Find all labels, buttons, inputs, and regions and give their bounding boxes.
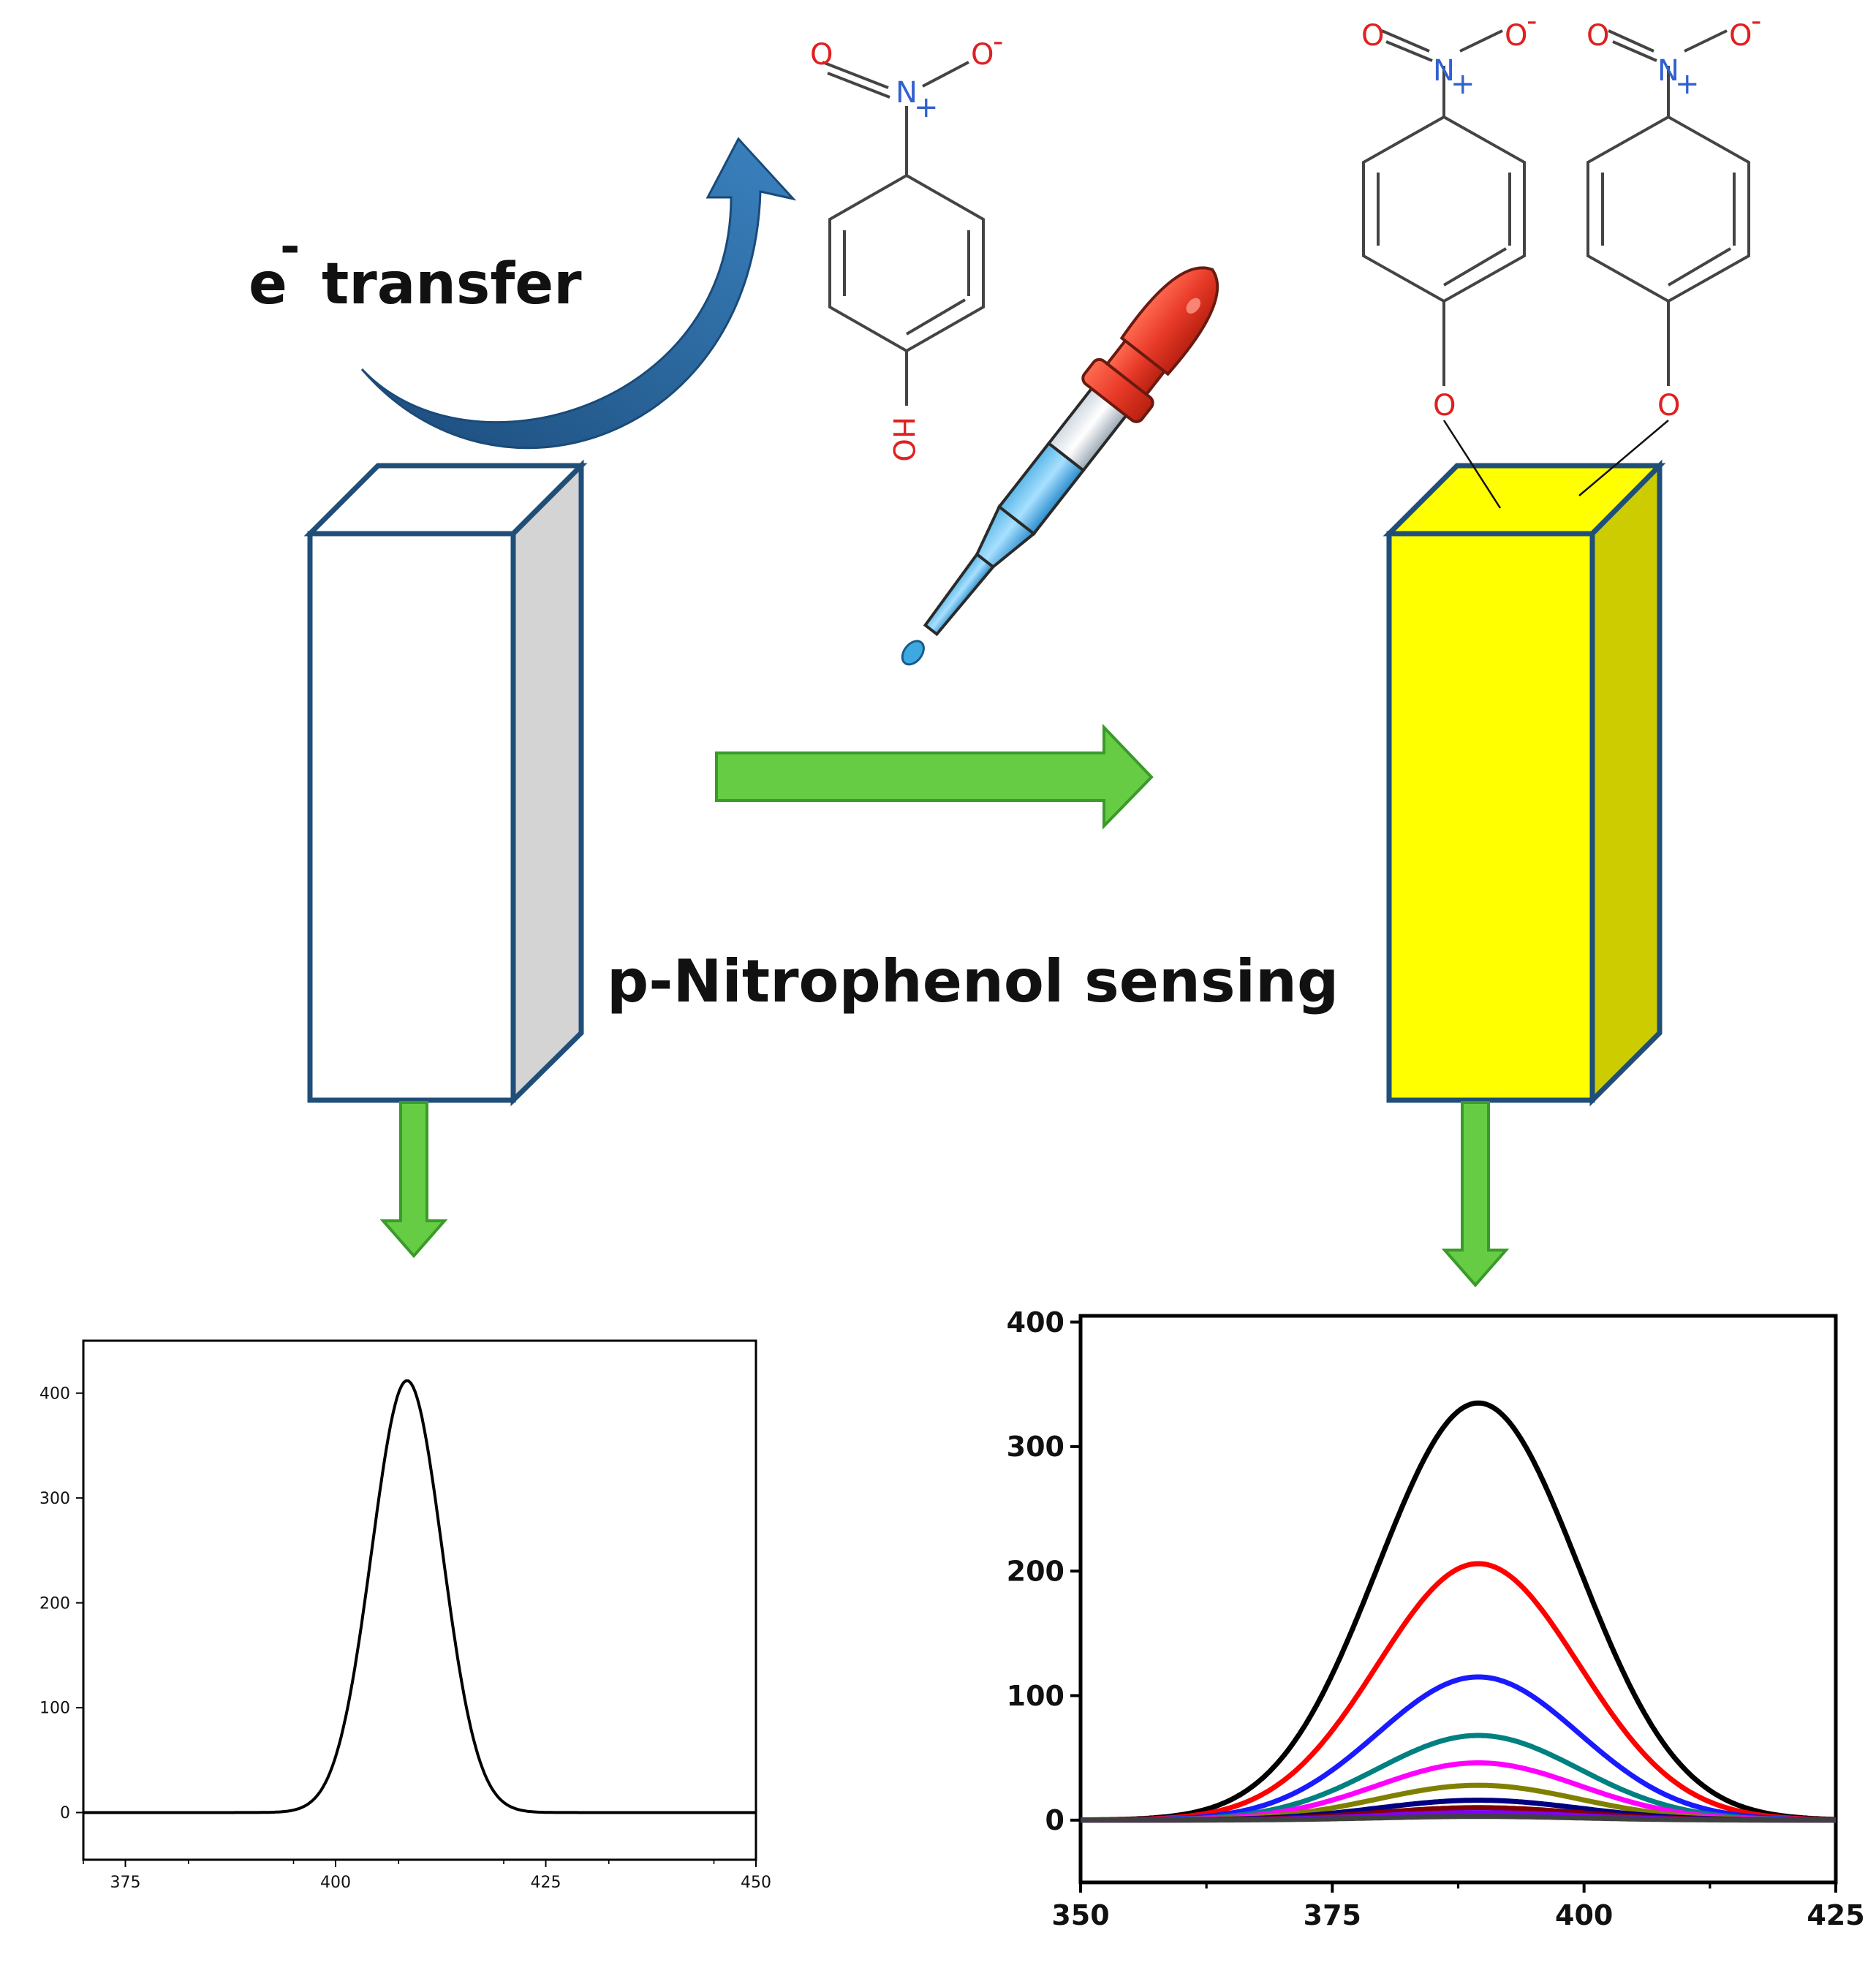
nitro-oxygen-right: O: [971, 38, 994, 72]
sensing-label: p-Nitrophenol sensing: [607, 947, 1339, 1015]
right-down-arrow: [1441, 1101, 1510, 1288]
chart2-ytick-label: 300: [1007, 1431, 1064, 1463]
chart-sensed-probe: 0 100 200 300 400 350 375 400 425: [1007, 1306, 1865, 1931]
electron-superscript: -: [280, 219, 300, 275]
right-nitro-oxygen-charge: -: [1751, 4, 1761, 38]
process-arrow: [715, 724, 1154, 830]
p-nitrophenol-molecule: [822, 61, 985, 406]
nitro-nitrogen: N: [896, 76, 918, 110]
chart2-ytick-label: 400: [1007, 1306, 1064, 1339]
nitro-oxygen-charge: -: [993, 25, 1003, 58]
chart1-ytick-label: 200: [39, 1594, 70, 1613]
bound-molecule-atoms: O O - N + O O O - N + O: [1361, 4, 1761, 423]
chart2-xtick-label: 400: [1555, 1899, 1613, 1931]
chart1-series-line: [83, 1379, 756, 1814]
left-down-arrow: [379, 1101, 448, 1259]
electron-symbol: e: [249, 251, 287, 317]
chart1-xtick-label: 375: [110, 1874, 141, 1892]
nitro-nitrogen-charge: +: [914, 91, 939, 124]
right-nitro-nitrogen-charge: +: [1675, 67, 1700, 101]
chart1-ytick-label: 400: [39, 1385, 70, 1403]
chart2-series-line: [1080, 1561, 1837, 1823]
transfer-word: transfer: [322, 251, 582, 317]
p-nitrophenol-atoms: O O - N + HO: [810, 25, 1003, 462]
chart1-ytick-label: 0: [60, 1804, 70, 1822]
bound-nitrophenol-right: [1578, 29, 1750, 496]
chart2-ytick-label: 200: [1007, 1555, 1064, 1587]
hydroxyl-group: HO: [886, 417, 920, 462]
chart2-series-line: [1080, 1814, 1837, 1823]
chart1-ytick-label: 300: [39, 1490, 70, 1508]
chart2-xtick-label: 425: [1807, 1899, 1864, 1931]
chart1-xtick-label: 425: [531, 1874, 561, 1892]
right-ether-oxygen: O: [1657, 389, 1680, 423]
left-ether-oxygen: O: [1433, 389, 1456, 423]
right-nitro-oxygen-2: O: [1729, 19, 1752, 53]
left-nitro-oxygen-2: O: [1505, 19, 1527, 53]
electron-transfer-arrow: [360, 137, 797, 450]
right-nitro-oxygen-1: O: [1586, 19, 1609, 53]
chart2-xtick-label: 350: [1051, 1899, 1109, 1931]
chart1-xtick-label: 450: [741, 1874, 771, 1892]
left-nitro-oxygen-1: O: [1361, 19, 1384, 53]
electron-transfer-label: e - transfer: [249, 219, 582, 317]
chart1-xtick-label: 400: [320, 1874, 351, 1892]
chart-bare-probe: 0 100 200 300 400 375 400 425 450: [39, 1339, 771, 1892]
droplet: [901, 640, 925, 666]
left-nitro-nitrogen-charge: +: [1451, 67, 1475, 101]
bare-probe-box: [303, 459, 588, 1107]
nitro-oxygen-left: O: [810, 38, 833, 72]
left-nitro-nitrogen: N: [1433, 54, 1455, 88]
chart2-ytick-label: 100: [1007, 1680, 1064, 1712]
chart2-series-line: [1080, 1400, 1837, 1823]
pipette-icon: [901, 266, 1219, 666]
chart1-ytick-label: 100: [39, 1700, 70, 1718]
chart2-xtick-label: 375: [1304, 1899, 1361, 1931]
chart2-ytick-label: 0: [1045, 1804, 1064, 1836]
right-nitro-nitrogen: N: [1657, 54, 1679, 88]
chart1-plot-frame: [82, 1339, 757, 1861]
bound-nitrophenol-left: [1362, 29, 1526, 509]
left-nitro-oxygen-charge: -: [1527, 4, 1537, 38]
sensed-probe-box: [1383, 459, 1666, 1107]
